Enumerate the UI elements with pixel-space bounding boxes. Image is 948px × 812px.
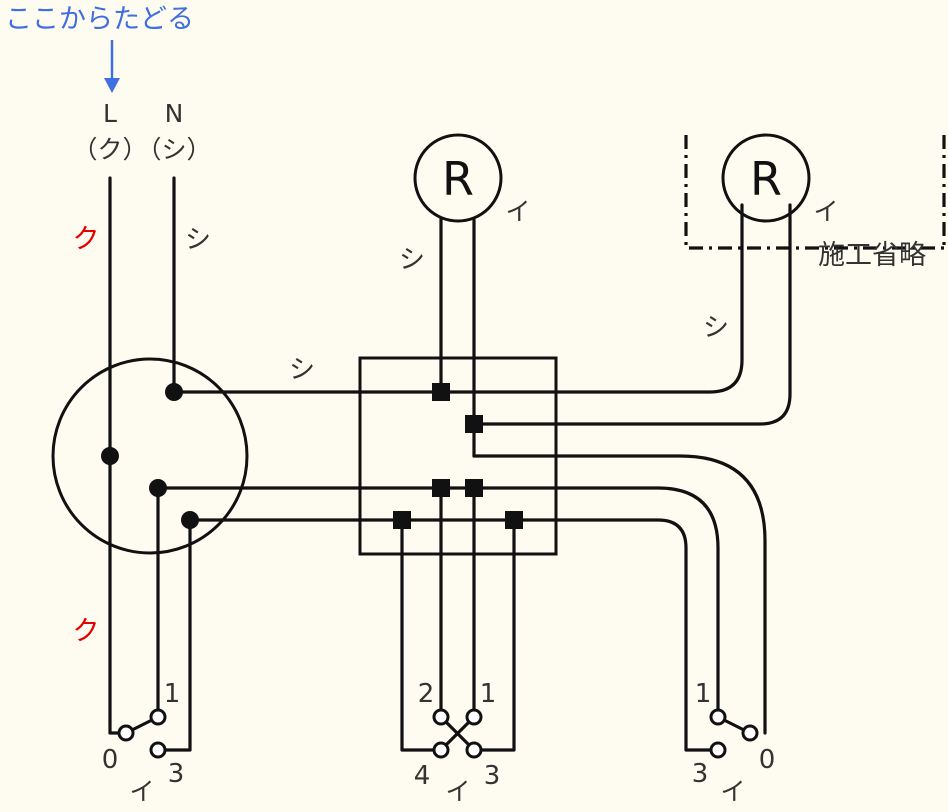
- marker-shi-lamp-right: シ: [703, 313, 729, 343]
- switch-center-terminal-4: [432, 741, 450, 759]
- connection-dot-l: [101, 447, 119, 465]
- wire-center-switch-4: [400, 518, 443, 752]
- switch-right-t0: 0: [759, 745, 776, 775]
- wire-center-switch-3: [472, 518, 516, 752]
- lamp-center-symbol: R: [442, 152, 474, 206]
- switch-right-tag: イ: [720, 777, 745, 806]
- start-label: ここからたどる: [5, 4, 194, 35]
- switch-center-terminal-1: [465, 708, 483, 726]
- wire-neutral-right-lamp: [172, 203, 744, 394]
- switch-left-t3: 3: [168, 759, 185, 789]
- box-connector-2: [465, 415, 483, 433]
- switch-left-terminal-3: [149, 741, 167, 759]
- switch-center-t1: 1: [480, 679, 497, 709]
- switch-center: [432, 708, 483, 759]
- box-connector-1: [432, 383, 450, 401]
- switch-right-terminal-3: [709, 741, 727, 759]
- switch-right-terminal-0: [741, 724, 759, 742]
- lamp-center: [413, 133, 503, 223]
- source-line-wire-label: （ク）: [72, 135, 147, 164]
- switch-center-t3: 3: [484, 761, 501, 791]
- marker-ku-upper: ク: [73, 224, 100, 255]
- source-neutral-label: N: [165, 99, 184, 128]
- switch-right-t1: 1: [695, 679, 712, 709]
- switch-center-t2: 2: [418, 679, 435, 709]
- marker-shi-box: シ: [289, 355, 315, 385]
- switch-left-t1: 1: [164, 679, 181, 709]
- switch-right: [709, 708, 759, 759]
- wire-left-switch-3: [156, 518, 192, 752]
- switch-left-t0: 0: [102, 745, 119, 775]
- switch-left-tag: イ: [129, 777, 154, 806]
- marker-shi-left: シ: [185, 225, 211, 255]
- source-neutral-wire-label: （シ）: [136, 135, 211, 164]
- lamp-right-symbol: R: [750, 152, 782, 206]
- junction-circle: [51, 357, 249, 555]
- switch-right-terminal-1: [709, 708, 727, 726]
- omitted-label: 施工省略: [818, 240, 926, 271]
- switch-center-terminal-3: [465, 741, 483, 759]
- marker-shi-lamp-center: シ: [399, 245, 425, 275]
- connection-dot-row3: [181, 511, 199, 529]
- omitted-section-border: [684, 135, 946, 250]
- switch-left-terminal-0: [117, 724, 135, 742]
- connection-dot-n: [165, 383, 183, 401]
- source-line-label: L: [103, 99, 117, 128]
- box-connector-3: [432, 479, 450, 497]
- lamp-right-tag: イ: [813, 197, 838, 226]
- wire-row2: [156, 486, 720, 719]
- marker-ku-lower: ク: [73, 616, 100, 647]
- switch-center-tag: イ: [445, 777, 470, 806]
- connection-dot-row2: [149, 479, 167, 497]
- start-arrowhead: [104, 78, 120, 93]
- box-connector-5: [393, 511, 411, 529]
- wire-row3: [188, 518, 720, 752]
- box-connector-6: [505, 511, 523, 529]
- lamp-right: [721, 133, 811, 223]
- switch-right-t3: 3: [692, 759, 709, 789]
- switch-center-t4: 4: [414, 761, 431, 791]
- wire-lamp-right-return: [472, 203, 792, 426]
- lamp-center-tag: イ: [505, 197, 530, 226]
- wire-right-switch-loop-outer: [472, 454, 767, 735]
- box-connector-4: [465, 479, 483, 497]
- switch-left: [117, 708, 167, 759]
- switch-left-terminal-1: [149, 708, 167, 726]
- switch-center-terminal-2: [432, 708, 450, 726]
